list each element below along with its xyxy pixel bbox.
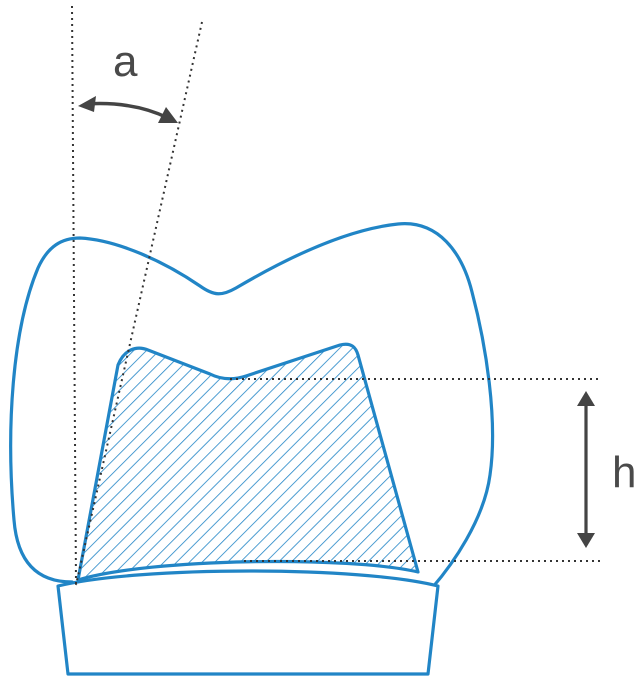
angle-arrowhead-left-icon <box>78 96 96 112</box>
angle-arrowhead-right-icon <box>158 107 178 123</box>
angle-arc <box>84 101 170 120</box>
height-arrowhead-down-icon <box>577 533 595 548</box>
taper-reference-line <box>75 21 203 586</box>
root-base <box>56 569 440 676</box>
height-label: h <box>612 448 636 497</box>
height-arrowhead-up-icon <box>577 391 595 406</box>
hatched-preparation <box>76 342 420 582</box>
angle-label: a <box>113 37 138 86</box>
vertical-reference-line <box>71 5 77 586</box>
